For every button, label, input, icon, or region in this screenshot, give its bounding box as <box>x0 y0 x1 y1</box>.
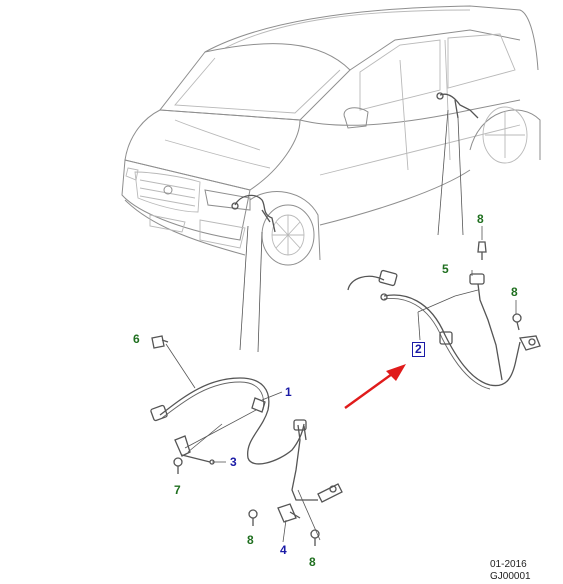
callout-8-front-right: 8 <box>309 555 316 569</box>
callout-7: 7 <box>174 483 181 497</box>
callout-5: 5 <box>442 262 449 276</box>
leader-2 <box>417 311 421 341</box>
bolt-8-front-right <box>310 529 320 546</box>
rear-leader-b <box>457 117 464 236</box>
rear-leader-a <box>437 109 449 236</box>
rear-harness <box>347 269 541 390</box>
bolt-8-rear-right <box>512 313 522 331</box>
front-sensor-location <box>231 194 276 233</box>
footer-code: GJ00001 <box>490 571 531 582</box>
front-leader-a <box>239 225 249 351</box>
bolt-7 <box>173 457 183 474</box>
callout-8-rear-top: 8 <box>477 212 484 226</box>
leader-6 <box>165 343 196 389</box>
callout-1: 1 <box>285 385 292 399</box>
bolt-8-front-left <box>248 509 258 526</box>
callout-8-rear-right: 8 <box>511 285 518 299</box>
leader-1c <box>187 423 223 453</box>
callout-4: 4 <box>280 543 287 557</box>
front-connector-6 <box>151 335 169 349</box>
callout-8-front-left: 8 <box>247 533 254 547</box>
leader-8-right <box>297 489 321 541</box>
front-leader-b <box>257 231 263 353</box>
leader-1 <box>261 391 283 401</box>
leader-1b <box>184 409 257 449</box>
vehicle-illustration <box>121 5 541 266</box>
callout-6: 6 <box>133 332 140 346</box>
leader-2b <box>417 295 456 313</box>
front-harness <box>150 377 343 523</box>
leader-2c <box>454 289 479 297</box>
callout-3: 3 <box>230 455 237 469</box>
callout-2: 2 <box>412 342 425 357</box>
leader-4 <box>282 519 287 543</box>
rear-sensor-location <box>436 92 479 119</box>
bolt-8-rear-top <box>477 241 487 260</box>
footer-date: 01-2016 <box>490 559 527 570</box>
red-arrow <box>344 364 406 409</box>
